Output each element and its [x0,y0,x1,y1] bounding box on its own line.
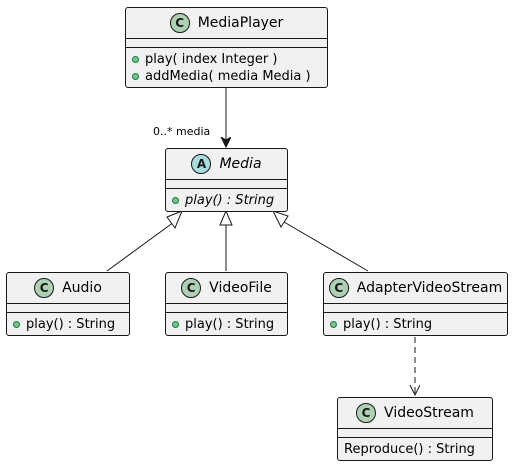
methods-compartment: Reproduce() : String [338,438,492,462]
public-visibility-icon [13,321,20,328]
class-icon: C [328,278,349,298]
method-signature: addMedia( media Media ) [145,69,311,84]
class-header: C VideoStream [338,398,492,429]
method-signature: play() : String [26,317,116,332]
public-visibility-icon [172,197,179,204]
method-item: play( index Integer ) [132,51,321,68]
class-audio[interactable]: C Audio play() : String [6,272,130,336]
method-signature: play( index Integer ) [145,52,278,67]
generalization-adapter-triangle [272,210,289,229]
methods-compartment: play() : String [166,189,287,213]
public-visibility-icon [132,73,139,80]
method-item: play() : String [172,192,281,209]
attributes-compartment [166,180,287,189]
class-name: MediaPlayer [197,15,284,31]
abstract-class-icon: A [191,154,212,174]
attributes-compartment [7,304,129,313]
attributes-compartment [166,304,287,313]
attributes-compartment [324,304,507,313]
public-visibility-icon [330,321,337,328]
method-item: play() : String [13,316,123,333]
method-signature: Reproduce() : String [344,442,475,457]
class-name: VideoFile [209,280,272,296]
method-signature: play() : String [185,317,275,332]
class-name: AdapterVideoStream [356,280,503,296]
method-item: addMedia( media Media ) [132,68,321,85]
class-header: C MediaPlayer [126,8,327,39]
method-signature: play() : String [185,193,275,208]
methods-compartment: play() : String [166,313,287,337]
class-header: C Audio [7,273,129,304]
association-multiplicity-label: 0..* media [153,125,211,138]
class-name: Media [219,156,262,172]
class-header: A Media [166,149,287,180]
class-videostream[interactable]: C VideoStream Reproduce() : String [337,397,493,461]
class-name: Audio [62,280,102,296]
public-visibility-icon [172,321,179,328]
attributes-compartment [338,429,492,438]
methods-compartment: play() : String [7,313,129,337]
methods-compartment: play() : String [324,313,507,337]
class-icon: C [356,403,377,423]
method-item: play() : String [330,316,501,333]
method-signature: play() : String [343,317,433,332]
generalization-audio-triangle [166,210,183,230]
methods-compartment: play( index Integer ) addMedia( media Me… [126,48,327,89]
class-adaptervideostream[interactable]: C AdapterVideoStream play() : String [323,272,508,336]
public-visibility-icon [132,56,139,63]
method-item: Reproduce() : String [344,441,486,458]
class-header: C AdapterVideoStream [324,273,507,304]
class-media[interactable]: A Media play() : String [165,148,288,212]
attributes-compartment [126,39,327,48]
class-icon: C [169,13,190,33]
class-mediaplayer[interactable]: C MediaPlayer play( index Integer ) addM… [125,7,328,88]
class-header: C VideoFile [166,273,287,304]
generalization-adapter-line [283,221,369,272]
generalization-videofile-triangle [219,209,233,226]
class-icon: C [34,278,55,298]
class-name: VideoStream [384,405,474,421]
class-videofile[interactable]: C VideoFile play() : String [165,272,288,336]
generalization-audio-line [106,221,175,272]
class-icon: C [181,278,202,298]
method-item: play() : String [172,316,281,333]
